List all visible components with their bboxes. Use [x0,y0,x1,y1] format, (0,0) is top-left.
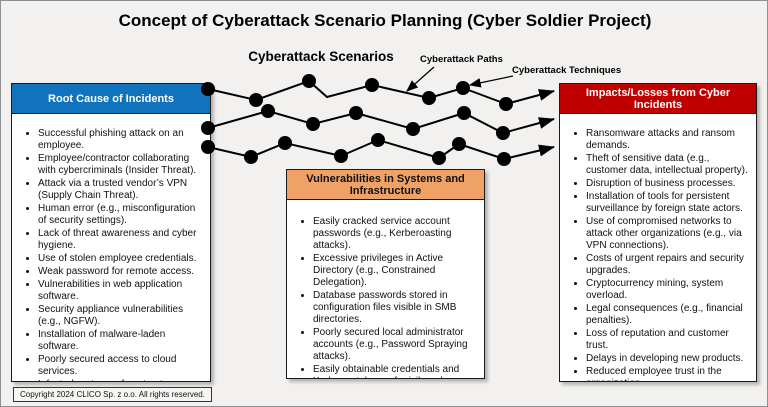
attack-path [207,138,555,161]
list-item: Easily cracked service account passwords… [313,216,480,252]
page-title: Concept of Cyberattack Scenario Planning… [118,11,652,30]
list-item: Vulnerabilities in web application softw… [38,279,206,303]
list-item: Cryptocurrency mining, system overload. [586,278,752,302]
label-pointer-arrow [468,75,514,88]
attack-step-node [497,152,511,166]
scenarios-subtitle: Cyberattack Scenarios [248,49,394,64]
root-causes-header: Root Cause of Incidents [12,84,210,114]
impacts-box: Impacts/Losses from Cyber Incidents Rans… [559,83,757,382]
list-item: Infected systems of contractors or suppl… [38,379,206,381]
list-item: Poorly secured local administrator accou… [313,327,480,363]
list-item: Loss of reputation and customer trust. [586,328,752,352]
attack-path [207,109,555,135]
list-item: Attack via a trusted vendor’s VPN (Suppl… [38,178,206,202]
attack-path-nodes [201,74,513,166]
attack-step-node [278,136,292,150]
attack-step-node [244,150,258,164]
vulnerabilities-list: Easily cracked service account passwords… [287,200,484,378]
attack-step-node [249,93,263,107]
attack-step-node [334,149,348,163]
attack-step-node [422,91,436,105]
attack-step-node [365,78,379,92]
list-item: Database passwords stored in configurati… [313,290,480,326]
attack-path [207,79,555,106]
impacts-header: Impacts/Losses from Cyber Incidents [560,84,756,114]
list-item: Ransomware attacks and ransom demands. [586,128,752,152]
root-causes-box: Root Cause of Incidents Successful phish… [11,83,211,382]
list-item: Delays in developing new products. [586,353,752,365]
attack-step-node [496,126,510,140]
list-item: Successful phishing attack on an employe… [38,128,206,152]
attack-step-node [349,106,363,120]
annotation-arrows [406,66,514,92]
label-pointer-arrow [406,66,435,92]
list-item: Theft of sensitive data (e.g., customer … [586,153,752,177]
attack-step-node [261,104,275,118]
attack-step-node [499,97,513,111]
attack-step-node [302,74,316,88]
copyright-badge: Copyright 2024 CLICO Sp. z o.o. All righ… [13,387,212,402]
list-item: Installation of malware-laden software. [38,329,206,353]
attack-path-edges [207,79,555,161]
list-item: Installation of tools for persistent sur… [586,191,752,215]
vulnerabilities-box: Vulnerabilities in Systems and Infrastru… [286,169,485,379]
list-item: Disruption of business processes. [586,178,752,190]
attack-step-node [452,137,466,151]
list-item: Poorly secured access to cloud services. [38,354,206,378]
list-item: Human error (e.g., misconfiguration of s… [38,203,206,227]
attack-step-node [306,117,320,131]
attack-step-node [432,151,446,165]
impacts-list: Ransomware attacks and ransom demands.Th… [560,114,756,381]
list-item: Reduced employee trust in the organizati… [586,366,752,381]
attack-step-node [456,81,470,95]
vulnerabilities-header: Vulnerabilities in Systems and Infrastru… [287,170,484,200]
root-causes-list: Successful phishing attack on an employe… [12,114,210,381]
list-item: Security appliance vulnerabilities (e.g.… [38,304,206,328]
list-item: Legal consequences (e.g., financial pena… [586,303,752,327]
list-item: Costs of urgent repairs and security upg… [586,253,752,277]
attack-step-node [457,106,471,120]
list-item: Use of stolen employee credentials. [38,253,206,265]
list-item: Easily obtainable credentials and Kerber… [313,364,480,378]
cyberattack-paths-label: Cyberattack Paths [420,54,503,65]
attack-step-node [371,133,385,147]
list-item: Lack of threat awareness and cyber hygie… [38,228,206,252]
list-item: Excessive privileges in Active Directory… [313,253,480,289]
list-item: Employee/contractor collaborating with c… [38,153,206,177]
attack-step-node [406,122,420,136]
list-item: Weak password for remote access. [38,266,206,278]
list-item: Use of compromised networks to attack ot… [586,216,752,252]
cyberattack-techniques-label: Cyberattack Techniques [512,65,622,76]
